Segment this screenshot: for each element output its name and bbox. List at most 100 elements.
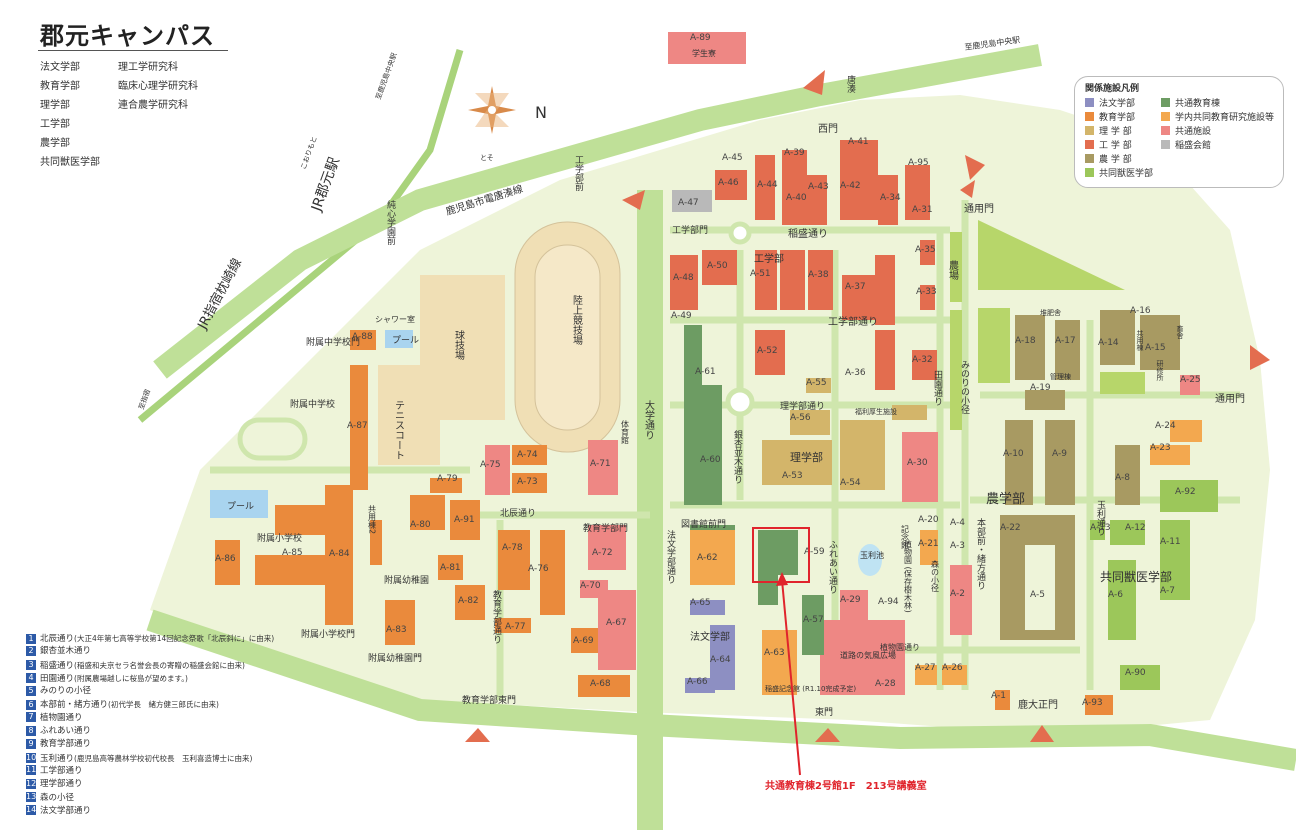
building-label: A-24 xyxy=(1155,421,1176,431)
legend-swatch xyxy=(1161,126,1170,135)
faculty-item: 理工学研究科 xyxy=(118,62,178,73)
place-label: 附属幼稚園 xyxy=(384,574,429,586)
building-label: A-23 xyxy=(1150,443,1171,453)
place-label: 西門 xyxy=(818,123,838,135)
building-label: A-64 xyxy=(710,655,731,665)
faculty-item: 臨床心理学研究科 xyxy=(118,81,198,92)
place-label: 附属幼稚園門 xyxy=(368,652,422,664)
legend-label: 農 学 部 xyxy=(1099,155,1132,165)
building-label: A-44 xyxy=(757,180,778,190)
place-label: 農学部 xyxy=(986,491,1025,507)
building-label: A-26 xyxy=(942,663,963,673)
place-label: 附属小学校門 xyxy=(301,628,355,640)
street-name: 銀杏並木通り xyxy=(40,646,92,657)
building-label: A-93 xyxy=(1082,698,1103,708)
street-name: 教育学部通り xyxy=(40,739,92,750)
street-number: 12 xyxy=(26,778,37,789)
place-label: 理学部通り xyxy=(780,400,825,412)
building-label: A-39 xyxy=(784,148,805,158)
place-label: 教育学部東門 xyxy=(462,694,516,706)
building-label: A-46 xyxy=(718,178,739,188)
pool-jhs xyxy=(385,330,413,348)
building-label: A-84 xyxy=(329,549,350,559)
place-label: 法文学部通り xyxy=(665,529,676,584)
building-label: A-82 xyxy=(458,596,479,606)
pool-es xyxy=(210,490,268,518)
street-number: 6 xyxy=(26,699,36,710)
building-label: A-35 xyxy=(915,245,936,255)
building-label: A-4 xyxy=(950,518,965,528)
building-label: A-91 xyxy=(454,515,475,525)
place-label: 通用門 xyxy=(1215,393,1245,405)
building-label: A-21 xyxy=(918,539,939,549)
building-label: A-75 xyxy=(480,460,501,470)
legend-swatch xyxy=(1085,126,1094,135)
street-name: 工学部通り xyxy=(40,765,83,776)
farm-field-3 xyxy=(1100,372,1145,394)
place-label: 大学通り xyxy=(643,399,655,440)
faculty-item: 理学部 xyxy=(40,100,70,111)
faculty-item: 農学部 xyxy=(40,138,70,149)
legend-swatch xyxy=(1085,154,1094,163)
building-label: A-25 xyxy=(1180,375,1201,385)
street-note: (大正4年第七高等学校第14回記念祭歌「北辰斜に」に由来) xyxy=(74,634,275,643)
building-label: A-80 xyxy=(410,520,431,530)
street-number: 2 xyxy=(26,645,36,656)
street-number: 7 xyxy=(26,712,36,723)
legend-label: 稲盛会館 xyxy=(1175,141,1212,151)
place-label: 畜舎 xyxy=(1176,324,1184,340)
building-label: A-81 xyxy=(440,563,461,573)
building-label: A-30 xyxy=(907,458,928,468)
building-label: A-29 xyxy=(840,595,861,605)
buildings-shared xyxy=(690,420,1202,695)
legend-label: 学内共同教育研究施設等 xyxy=(1175,113,1275,123)
place-label: 図書館前門 xyxy=(681,518,726,530)
place-label: 銀杏並木通り xyxy=(732,429,743,484)
street-note: (稲盛和夫京セラ名誉会長の寄贈の稲盛会館に由来) xyxy=(74,660,245,670)
place-label: 附属小学校 xyxy=(257,532,302,544)
building-label: A-74 xyxy=(517,450,538,460)
building-label: A-27 xyxy=(915,663,936,673)
street-number: 8 xyxy=(26,725,36,736)
place-label: 鹿大正門 xyxy=(1018,698,1058,711)
building-label: A-19 xyxy=(1030,383,1051,393)
south-road xyxy=(146,609,1296,771)
legend-swatch xyxy=(1085,112,1094,121)
building-label: A-15 xyxy=(1145,343,1166,353)
place-label: 玉利通り xyxy=(1095,500,1106,536)
inamori-kaikan-shape xyxy=(672,190,712,212)
building-label: A-13 xyxy=(1090,523,1111,533)
place-label: とそ xyxy=(480,154,494,162)
place-label: 工学部前 xyxy=(573,155,584,192)
place-label: シャワー室 xyxy=(375,314,415,324)
place-label: 通用門 xyxy=(964,203,994,215)
building-label: A-69 xyxy=(573,636,594,646)
building-label: A-59 xyxy=(804,547,825,557)
building-label: A-36 xyxy=(845,368,866,378)
building-label: A-63 xyxy=(764,648,785,658)
building-label: A-71 xyxy=(590,459,611,469)
building-label: A-94 xyxy=(878,597,899,607)
building-label: A-92 xyxy=(1175,487,1196,497)
place-label: 陸上競技場 xyxy=(571,294,583,346)
building-label: A-66 xyxy=(687,677,708,687)
buildings-science xyxy=(762,378,927,490)
building-label: A-83 xyxy=(386,625,407,635)
building-label: A-34 xyxy=(880,193,901,203)
faculty-item: 工学部 xyxy=(40,119,70,130)
street-name: みのりの小径 xyxy=(40,686,92,697)
building-label: A-73 xyxy=(517,477,538,487)
place-label: 森の小径 xyxy=(931,559,940,592)
building-label: A-3 xyxy=(950,541,965,551)
street-number: 4 xyxy=(26,673,36,684)
place-label: テニスコート xyxy=(393,400,404,460)
place-label: 体育館 xyxy=(621,419,630,445)
street-number: 3 xyxy=(26,660,36,671)
place-label: 管理棟 xyxy=(1050,372,1071,381)
building-label: A-47 xyxy=(678,198,699,208)
building-label: A-78 xyxy=(502,543,523,553)
place-label: ふれあい通り xyxy=(827,540,838,594)
